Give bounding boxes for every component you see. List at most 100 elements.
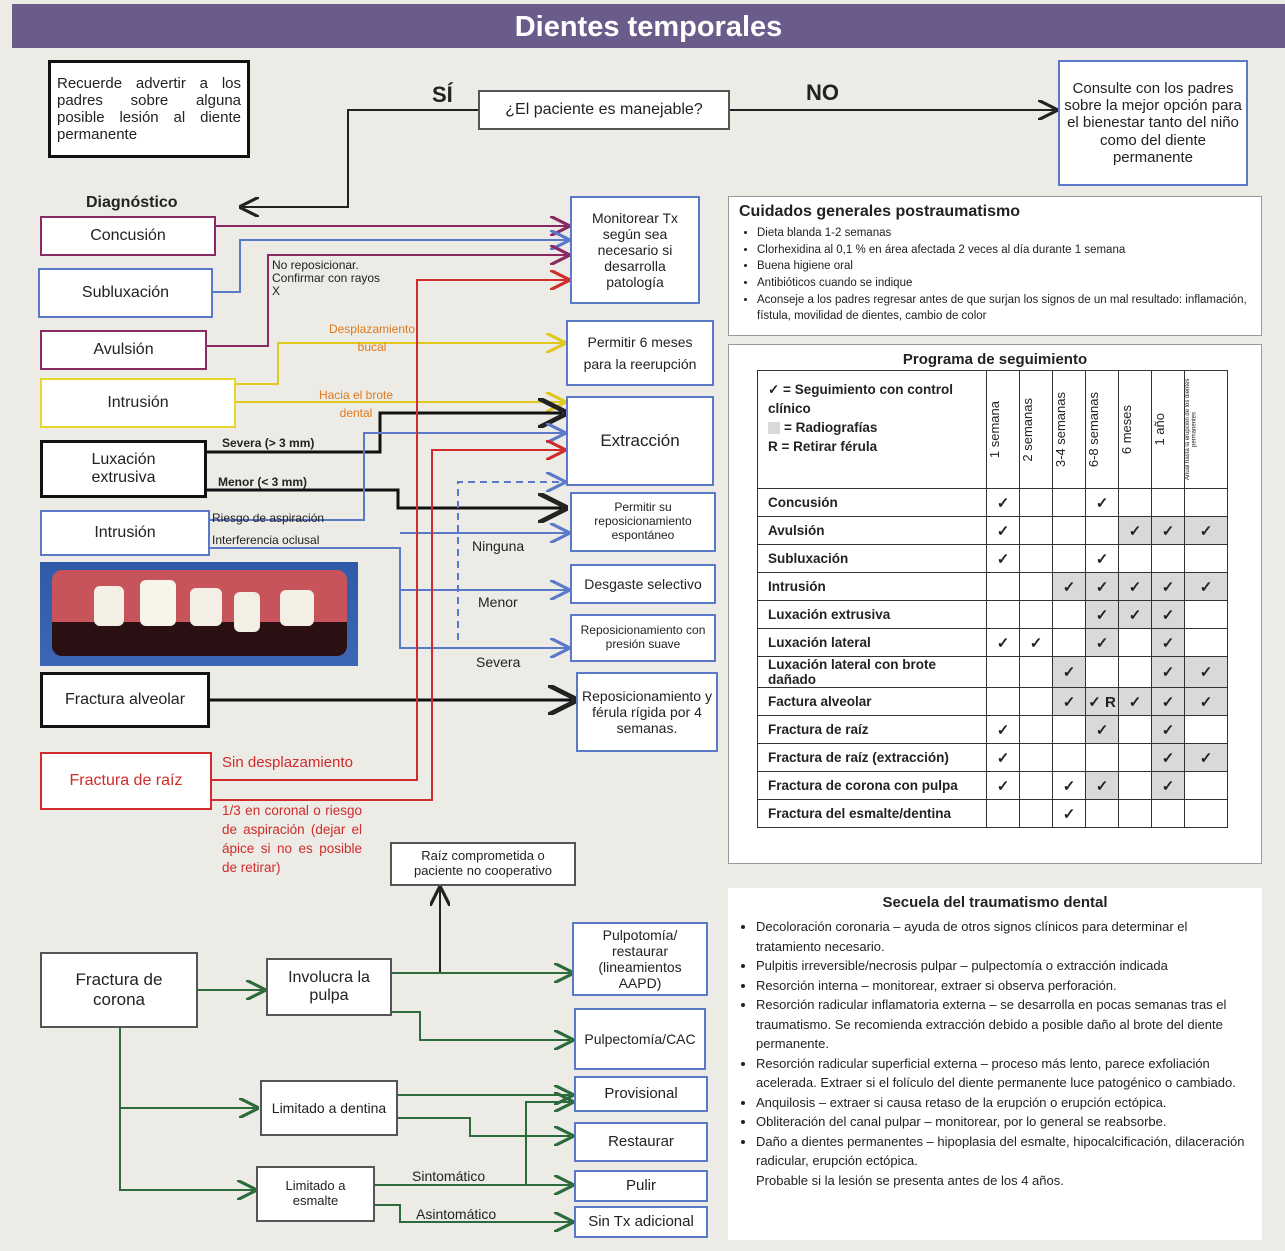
followup-cell <box>1019 687 1053 716</box>
legend-check: ✓ = Seguimiento con control clínico <box>768 382 953 416</box>
care-item: Aconseje a los padres regresar antes de … <box>757 292 1251 325</box>
followup-cell: ✓ <box>1052 656 1086 688</box>
followup-cell <box>1085 516 1119 545</box>
followup-cell <box>1052 488 1086 517</box>
followup-row-name: Luxación extrusiva <box>757 600 987 629</box>
care-list: Dieta blanda 1-2 semanas Clorhexidina al… <box>739 225 1251 325</box>
label-riesgo: Riesgo de aspiración <box>212 511 325 525</box>
followup-cell <box>1085 656 1119 688</box>
sequelae-item: Obliteración del canal pulpar – monitore… <box>756 1112 1248 1132</box>
sequelae-panel: Secuela del traumatismo dental Decolorac… <box>728 888 1262 1240</box>
followup-cell <box>1118 628 1152 657</box>
xray-swatch <box>768 422 780 435</box>
followup-cell <box>1052 600 1086 629</box>
sequelae-title: Secuela del traumatismo dental <box>882 894 1108 911</box>
consult-box: Consulte con los padres sobre la mejor o… <box>1058 60 1248 186</box>
followup-cell: ✓ <box>986 544 1020 573</box>
followup-cell: ✓ <box>1052 687 1086 716</box>
label-hacia-brote: Hacia el brote dental <box>318 388 394 420</box>
col-header: 1 año <box>1151 370 1185 489</box>
followup-cell <box>1052 743 1086 772</box>
followup-row-name: Luxación lateral con brote dañado <box>757 656 987 688</box>
followup-cell <box>1019 600 1053 629</box>
care-item: Clorhexidina al 0,1 % en área afectada 2… <box>757 242 1251 259</box>
node-limitado-esmalte: Limitado a esmalte <box>256 1166 375 1222</box>
followup-cell: ✓ <box>986 628 1020 657</box>
diagnosis-heading: Diagnóstico <box>86 194 178 211</box>
followup-cell <box>1151 488 1185 517</box>
care-item: Buena higiene oral <box>757 258 1251 275</box>
label-sin-desplazamiento: Sin desplazamiento <box>222 754 353 771</box>
followup-cell <box>1019 516 1053 545</box>
label-asintomatico: Asintomático <box>416 1206 497 1222</box>
followup-cell: ✓ <box>986 771 1020 800</box>
followup-cell: ✓ <box>1151 600 1185 629</box>
manageable-question: ¿El paciente es manejable? <box>478 90 730 130</box>
col-header: 1 semana <box>986 370 1020 489</box>
label-menor2: Menor <box>478 594 518 610</box>
followup-cell: ✓ <box>1085 572 1119 601</box>
sequelae-item: Resorción radicular superficial externa … <box>756 1054 1248 1093</box>
followup-row: Intrusión✓✓✓✓✓ <box>757 572 1228 601</box>
diag-concusion: Concusión <box>40 216 216 256</box>
col-header: 6 meses <box>1118 370 1152 489</box>
followup-row-name: Subluxación <box>757 544 987 573</box>
followup-cell: ✓ <box>1085 771 1119 800</box>
followup-cell <box>1184 771 1228 800</box>
followup-cell <box>986 572 1020 601</box>
followup-cell: ✓ <box>1151 656 1185 688</box>
node-involucra-pulpa: Involucra la pulpa <box>266 958 392 1016</box>
diag-fractura-raiz: Fractura de raíz <box>40 752 212 810</box>
followup-cell: ✓ <box>1184 656 1228 688</box>
sequelae-list: Decoloración coronaria – ayuda de otros … <box>742 917 1248 1171</box>
followup-cell: ✓ <box>1151 628 1185 657</box>
followup-cell <box>986 687 1020 716</box>
followup-cell <box>1184 799 1228 828</box>
followup-row-name: Luxación lateral <box>757 628 987 657</box>
tx-reposicionamiento-espontaneo: Permitir su reposicionamiento espontáneo <box>570 492 716 552</box>
followup-legend: ✓ = Seguimiento con control clínico = Ra… <box>757 370 987 489</box>
followup-row: Fractura del esmalte/dentina✓ <box>757 799 1228 828</box>
teeth-photo <box>40 562 358 666</box>
followup-cell: ✓ <box>1052 771 1086 800</box>
col-header: Anual hasta la erupción de los dientes p… <box>1184 370 1228 489</box>
followup-cell <box>1118 799 1152 828</box>
followup-cell: ✓ <box>1151 715 1185 744</box>
followup-cell: ✓ <box>1184 687 1228 716</box>
followup-cell: ✓ <box>1151 771 1185 800</box>
yes-label: SÍ <box>432 82 453 107</box>
followup-cell: ✓ <box>1085 715 1119 744</box>
followup-row: Factura alveolar✓✓ R✓✓✓ <box>757 687 1228 716</box>
followup-cell: ✓ <box>1085 488 1119 517</box>
reminder-box: Recuerde advertir a los padres sobre alg… <box>48 60 250 158</box>
care-panel: Cuidados generales postraumatismo Dieta … <box>728 196 1262 336</box>
followup-panel: Programa de seguimiento ✓ = Seguimiento … <box>728 344 1262 864</box>
sequelae-note: Probable si la lesión se presenta antes … <box>756 1172 1064 1188</box>
followup-cell: ✓ <box>1085 544 1119 573</box>
followup-row-name: Factura alveolar <box>757 687 987 716</box>
followup-cell <box>1184 544 1228 573</box>
followup-cell <box>1019 544 1053 573</box>
followup-row: Concusión✓✓ <box>757 488 1228 517</box>
followup-row: Fractura de raíz✓✓✓ <box>757 715 1228 744</box>
followup-row-name: Fractura del esmalte/dentina <box>757 799 987 828</box>
care-title: Cuidados generales postraumatismo <box>739 203 1020 220</box>
followup-cell <box>1151 799 1185 828</box>
label-severa: Severa (> 3 mm) <box>222 436 315 450</box>
followup-row-name: Concusión <box>757 488 987 517</box>
node-limitado-dentina: Limitado a dentina <box>260 1080 398 1136</box>
followup-cell <box>1184 600 1228 629</box>
followup-cell <box>986 656 1020 688</box>
followup-cell <box>1019 771 1053 800</box>
followup-cell <box>1184 488 1228 517</box>
followup-cell: ✓ <box>1151 516 1185 545</box>
diag-fractura-corona: Fractura de corona <box>40 952 198 1028</box>
followup-cell <box>1019 743 1053 772</box>
tx-raiz-comprometida: Raíz comprometida o paciente no cooperat… <box>390 842 576 886</box>
followup-cell <box>1118 743 1152 772</box>
followup-cell <box>1118 544 1152 573</box>
followup-cell <box>1151 544 1185 573</box>
followup-cell <box>1019 715 1053 744</box>
followup-row: Luxación extrusiva✓✓✓ <box>757 600 1228 629</box>
